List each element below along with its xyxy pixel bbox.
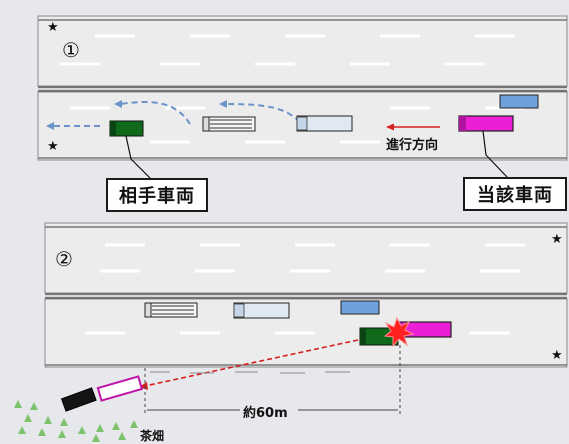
- panel2-tea-field: [14, 400, 138, 442]
- panel1-other-vehicle: [109, 120, 144, 137]
- panel2-star-bottom: ★: [551, 348, 563, 363]
- panel2-upper-lane-markings: [100, 243, 525, 273]
- panel1-subject-vehicle-label: 当該車両: [463, 177, 567, 211]
- panel2-other-vehicle-final: [60, 387, 97, 412]
- panel2-distance-label: 約60m: [243, 406, 288, 421]
- panel2-flatbed-truck: [144, 302, 198, 318]
- panel2-upper-road: [44, 222, 568, 294]
- panel1-other-vehicle-label: 相手車両: [106, 178, 208, 212]
- panel1-star-top: ★: [47, 20, 59, 35]
- panel2-light-truck: [233, 302, 290, 319]
- panel1-other-vehicle-leader: [125, 135, 152, 180]
- panel1-star-bottom: ★: [47, 139, 59, 154]
- panel2-trajectory-line: [144, 339, 359, 387]
- panel1-path-arrowhead-right: [219, 100, 227, 108]
- panel1-path-arrowhead-left: [46, 122, 54, 130]
- panel1-blue-car: [499, 94, 539, 109]
- panel2-impact-burst: [383, 316, 415, 348]
- panel1-path-arrowhead-upper: [114, 100, 122, 108]
- panel1-direction-label: 進行方向: [386, 138, 439, 153]
- panel1-flatbed-truck: [202, 116, 256, 132]
- panel1-median: [38, 86, 567, 92]
- panel-2: [14, 222, 568, 442]
- panel2-number: ②: [55, 247, 73, 271]
- panel1-vehicle-path: [52, 101, 301, 127]
- panel1-subject-vehicle-leader: [482, 130, 509, 179]
- panel2-subject-vehicle-final: [96, 375, 144, 402]
- panel1-number: ①: [62, 38, 80, 62]
- panel2-blue-car: [340, 300, 380, 315]
- panel1-light-truck: [296, 115, 353, 132]
- panel2-star-top: ★: [551, 232, 563, 247]
- panel1-direction-arrowhead: [386, 123, 394, 131]
- panel1-subject-vehicle: [458, 115, 514, 132]
- panel2-roadside-marks: [150, 371, 350, 374]
- panel1-lower-lane-markings: [70, 106, 525, 144]
- panel-1: [37, 15, 568, 180]
- panel2-median: [45, 293, 567, 299]
- panel2-field-label: 茶畑: [140, 429, 165, 443]
- panel1-upper-road: [37, 15, 568, 87]
- panel2-trajectory-arrowhead: [139, 382, 148, 390]
- panel1-upper-lane-markings: [60, 34, 515, 66]
